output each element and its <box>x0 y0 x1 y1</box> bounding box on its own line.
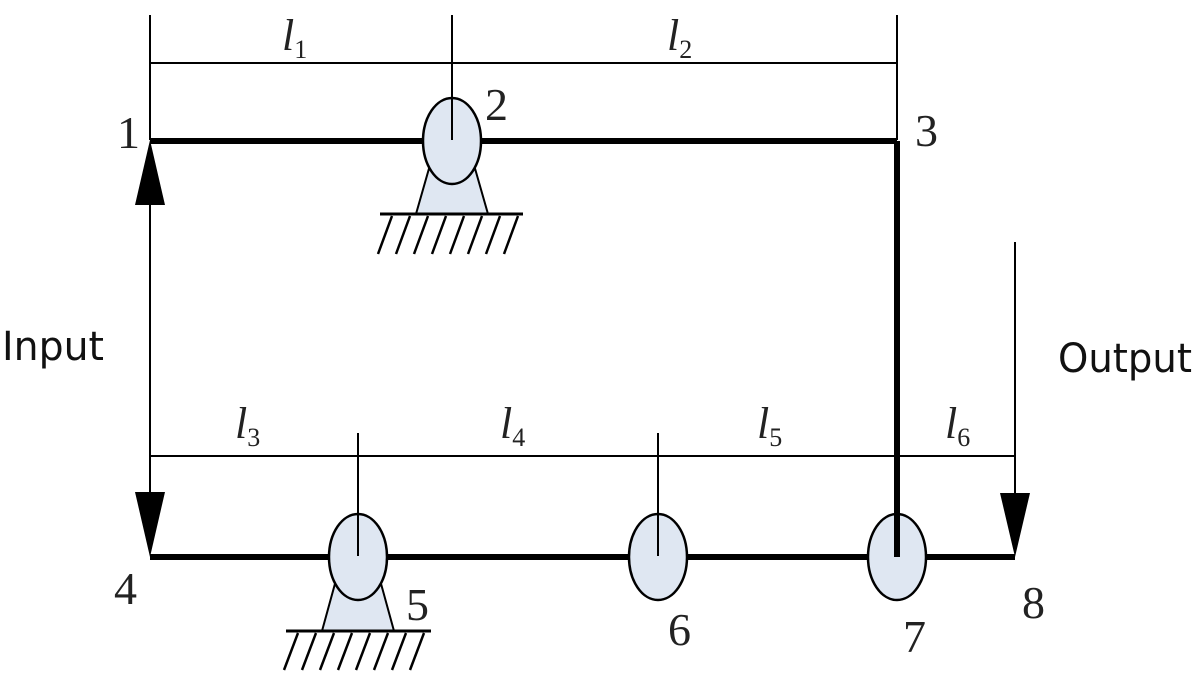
node-label-8: 8 <box>1022 577 1045 628</box>
ground-hatch <box>376 215 520 255</box>
length-label-l3: l3 <box>235 399 260 452</box>
length-label-l1: l1 <box>282 11 307 64</box>
input-arrow <box>135 140 165 557</box>
node-label-5: 5 <box>406 579 429 630</box>
output-label: Output <box>1058 336 1192 382</box>
node-label-7: 7 <box>903 611 926 662</box>
output-arrow <box>1000 242 1030 557</box>
node-label-3: 3 <box>915 105 938 156</box>
node-label-4: 4 <box>114 563 137 614</box>
ground-hatch <box>282 632 426 671</box>
node-label-2: 2 <box>485 79 508 130</box>
input-arrow-head-up <box>135 140 165 205</box>
output-arrow-head <box>1000 493 1030 557</box>
length-label-l6: l6 <box>945 399 970 452</box>
joint-node6-group <box>627 512 689 602</box>
fixed-support-node5 <box>282 512 431 671</box>
fixed-support-node2 <box>376 96 523 255</box>
length-label-l4: l4 <box>500 399 525 452</box>
node-label-6: 6 <box>668 604 691 655</box>
top-dimension <box>149 15 898 140</box>
input-arrow-head-down <box>135 492 165 557</box>
length-label-l2: l2 <box>667 11 692 64</box>
joint-node7-group <box>866 512 928 602</box>
node-label-1: 1 <box>117 107 140 158</box>
input-label: Input <box>2 324 104 370</box>
length-label-l5: l5 <box>757 399 782 452</box>
